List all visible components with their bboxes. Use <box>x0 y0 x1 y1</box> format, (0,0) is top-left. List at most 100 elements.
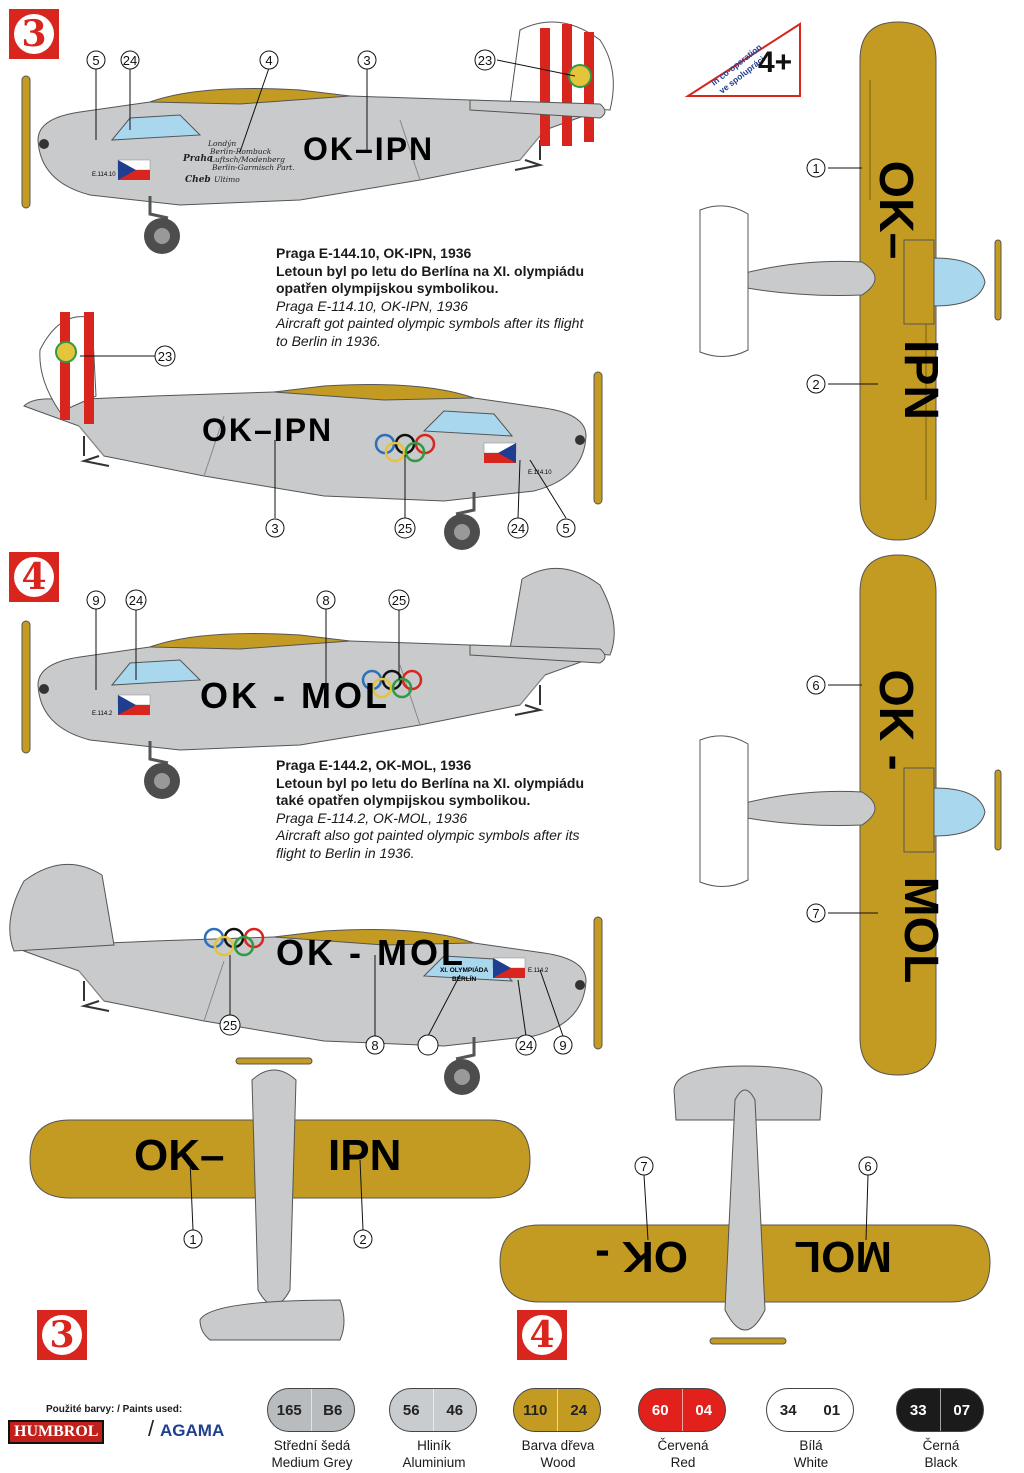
svg-text:Berlin-Garmisch Part.: Berlin-Garmisch Part. <box>211 163 295 172</box>
caption-p3: Praga E-144.10, OK-IPN, 1936 Letoun byl … <box>276 245 584 350</box>
svg-text:Praha: Praha <box>182 154 213 164</box>
humbrol-code: 34 <box>767 1389 811 1431</box>
profile-4-left-side: E.114.2 <box>20 567 615 801</box>
callout-9: 9 <box>559 1038 566 1053</box>
paint-name-cz: Červená <box>657 1438 709 1453</box>
badge-4-bottom: 4 <box>517 1310 567 1360</box>
color-pill: 34 01 <box>766 1388 854 1432</box>
badge-4-top: 4 <box>9 552 59 602</box>
agama-code: 07 <box>953 1401 971 1419</box>
callout-6: 6 <box>812 678 819 693</box>
brand-slash: / <box>148 1416 155 1441</box>
callout-24: 25 <box>398 521 412 536</box>
registration-p4-side-b: OK - MOL <box>276 932 466 973</box>
svg-text:Cheb: Cheb <box>185 175 211 185</box>
callout-9: 9 <box>92 593 99 608</box>
callout-5: 5 <box>92 53 99 68</box>
callout-23: 24 <box>129 593 143 608</box>
paints-title: Použité barvy: / Paints used: <box>46 1404 183 1415</box>
planform-p4-top: OK - MOL <box>699 554 1002 1076</box>
caption-p4-desc-en: Aircraft also got painted olympic symbol… <box>276 827 580 861</box>
agama-code: B6 <box>323 1401 343 1419</box>
serial-p4-a: E.114.2 <box>92 711 113 717</box>
profile-3-left-side: OK–IPN E.114.10 Londýn Berlin-Rombuck Pr… <box>20 21 614 256</box>
registration-p3-side-b: OK–IPN <box>202 412 333 448</box>
callout-6: 6 <box>864 1159 871 1174</box>
paint-name-en: Red <box>670 1455 696 1470</box>
serial-p4-b: E.114.2 <box>528 968 549 974</box>
callout-23: 24 <box>511 521 525 536</box>
paint-name-en: Wood <box>540 1455 576 1470</box>
olympiad-text-1: XI. OLYMPIÁDA <box>440 965 488 974</box>
wing-p3-left: OK– <box>869 161 922 260</box>
logo-mark: 4+ <box>758 46 792 79</box>
badge-3-top: 3 <box>9 9 59 59</box>
registration-p3-side-a: OK–IPN <box>303 131 434 167</box>
svg-text:Ultimo: Ultimo <box>214 175 240 184</box>
callout-8: 8 <box>322 593 329 608</box>
humbrol-code: 60 <box>639 1389 683 1431</box>
wing-p4-bottom-right: MOL <box>794 1232 892 1281</box>
serial-p3-a: E.114.10 <box>92 172 116 178</box>
svg-text:Luftsch/Modenberg: Luftsch/Modenberg <box>209 155 285 164</box>
callout-7: 7 <box>640 1159 647 1174</box>
badge-3-bottom: 3 <box>37 1310 87 1360</box>
caption-p3-desc-cz: Letoun byl po letu do Berlína na XI. oly… <box>276 262 585 297</box>
serial-p3-b: E.114.10 <box>528 470 552 476</box>
paint-name-en: Medium Grey <box>271 1455 353 1470</box>
wing-p4-right: MOL <box>894 877 947 984</box>
paint-name-cz: Černá <box>922 1438 960 1453</box>
registration-p4-side-a: OK - MOL <box>200 675 390 716</box>
agama-code: 04 <box>695 1401 713 1419</box>
callout-1: 1 <box>812 161 819 176</box>
callouts: 5 24 4 3 23 23 3 25 24 5 9 24 8 25 25 8 … <box>80 49 878 1249</box>
svg-text:Londýn: Londýn <box>207 139 236 148</box>
callout-24: 25 <box>223 1018 237 1033</box>
caption-p4-title-en: Praga E-114.2, OK-MOL, 1936 <box>276 809 468 826</box>
caption-p3-title-cz: Praga E-144.10, OK-IPN, 1936 <box>276 245 472 261</box>
caption-p4-title-cz: Praga E-144.2, OK-MOL, 1936 <box>276 757 472 773</box>
caption-p3-desc-en: Aircraft got painted olympic symbols aft… <box>276 315 584 349</box>
olympiad-text-2: BERLÍN <box>452 974 477 983</box>
humbrol-code: 33 <box>897 1389 941 1431</box>
paint-name-en: Black <box>924 1455 958 1470</box>
agama-code: 46 <box>446 1401 464 1419</box>
wing-p4-bottom-left: OK - <box>595 1232 688 1281</box>
paint-name-cz: Bílá <box>799 1438 823 1453</box>
color-pill: 33 07 <box>896 1388 984 1432</box>
humbrol-code: 110 <box>514 1389 558 1431</box>
callout-3: 3 <box>363 53 370 68</box>
callout-22: 23 <box>158 349 172 364</box>
caption-p4: Praga E-144.2, OK-MOL, 1936 Letoun byl p… <box>276 757 584 862</box>
callout-3: 3 <box>271 521 278 536</box>
wing-p4-left: OK - <box>869 669 922 770</box>
planform-p3-top: OK– IPN <box>699 21 1002 541</box>
callout-24: 25 <box>392 593 406 608</box>
agama-code: 01 <box>823 1401 841 1419</box>
agama-code: 24 <box>570 1401 588 1419</box>
callout-23: 24 <box>123 53 137 68</box>
paint-name-cz: Barva dřeva <box>521 1438 595 1453</box>
callout-1: 1 <box>189 1232 196 1247</box>
callout-5: 5 <box>562 521 569 536</box>
caption-p4-desc-cz: Letoun byl po letu do Berlína na XI. oly… <box>276 774 585 809</box>
color-pill: 60 04 <box>638 1388 726 1432</box>
callout-2: 2 <box>359 1232 366 1247</box>
callout-4: 4 <box>265 53 272 68</box>
callout-22: 23 <box>478 53 492 68</box>
agama-logo: AGAMA <box>160 1421 225 1440</box>
